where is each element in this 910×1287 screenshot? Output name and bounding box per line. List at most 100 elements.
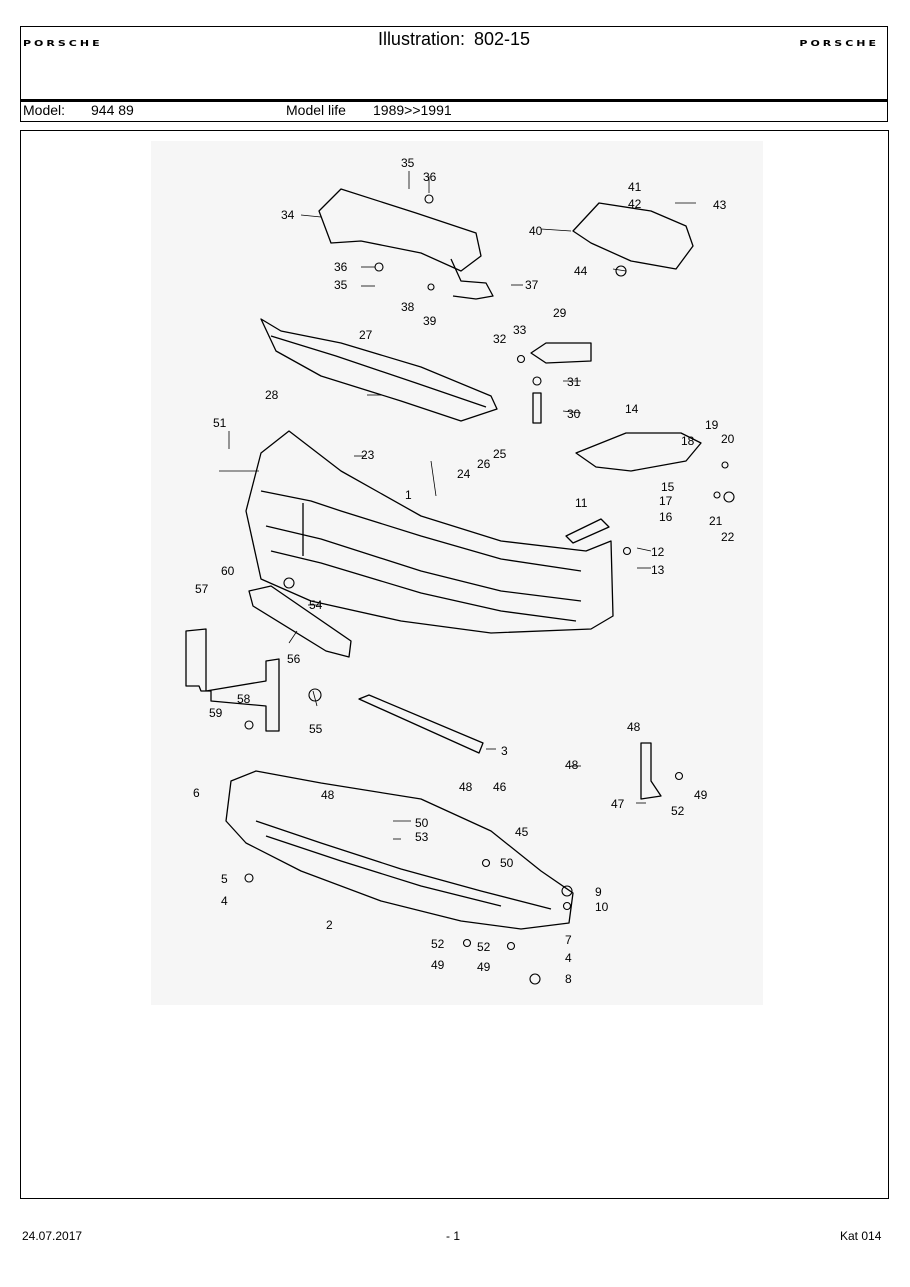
- porsche-logo-left: PORSCHE: [23, 38, 103, 49]
- title-label: Illustration:: [377, 29, 465, 49]
- illustration-background: [151, 141, 763, 1005]
- callout-20: 20: [721, 432, 735, 446]
- callout-19: 19: [705, 418, 719, 432]
- callout-33: 33: [513, 323, 527, 337]
- callout-58: 58: [237, 692, 251, 706]
- callout-52: 52: [431, 937, 445, 951]
- part-21-washer: [713, 491, 721, 499]
- callout-31: 31: [567, 375, 581, 389]
- callout-14: 14: [625, 402, 639, 416]
- part-36-nut-bottom: [374, 262, 384, 272]
- callout-28: 28: [265, 388, 279, 402]
- callout-45: 45: [515, 825, 529, 839]
- part-11-bracket: [565, 518, 610, 544]
- callout-23: 23: [361, 448, 375, 462]
- callout-39: 39: [423, 314, 437, 328]
- callout-34: 34: [281, 208, 295, 222]
- model-label: Model:: [23, 102, 66, 118]
- part-30-bolt: [532, 392, 542, 424]
- part-50-washer: [481, 858, 491, 868]
- callout-4: 4: [565, 951, 572, 965]
- part-29-tow-eye: [530, 342, 592, 364]
- part-31-washer: [532, 376, 542, 386]
- callout-27: 27: [359, 328, 373, 342]
- callout-26: 26: [477, 457, 491, 471]
- callout-47: 47: [611, 797, 625, 811]
- model-life-value: 1989>>1991: [373, 102, 452, 118]
- part-54-nut: [283, 577, 295, 589]
- callout-49: 49: [477, 960, 491, 974]
- callout-52: 52: [671, 804, 685, 818]
- callout-42: 42: [628, 197, 642, 211]
- catalog-number: Kat 014: [840, 1229, 882, 1243]
- callout-54: 54: [309, 598, 323, 612]
- callout-21: 21: [709, 514, 723, 528]
- model-value: 944 89: [91, 102, 134, 118]
- callout-36: 36: [423, 170, 437, 184]
- callout-22: 22: [721, 530, 735, 544]
- part-8-nut: [529, 973, 541, 985]
- part-1-bumper: [245, 430, 614, 634]
- part-5-washer: [244, 873, 254, 883]
- callout-55: 55: [309, 722, 323, 736]
- part-39-washer: [427, 283, 435, 291]
- callout-29: 29: [553, 306, 567, 320]
- callout-52: 52: [477, 940, 491, 954]
- header-divider: [21, 99, 887, 102]
- part-52-washer: [674, 771, 684, 781]
- part-55-nut: [308, 688, 322, 702]
- callout-32: 32: [493, 332, 507, 346]
- part-58-washer: [244, 720, 254, 730]
- callout-10: 10: [595, 900, 609, 914]
- callout-44: 44: [574, 264, 588, 278]
- callout-35: 35: [401, 156, 415, 170]
- part-36-nut-top: [424, 194, 434, 204]
- header: PORSCHE Illustration: 802-15 PORSCHE Mod…: [20, 26, 888, 122]
- part-27-bar: [260, 318, 498, 422]
- part-47-bracket: [640, 742, 662, 800]
- callout-48: 48: [459, 780, 473, 794]
- callout-17: 17: [659, 494, 673, 508]
- part-12-washer: [622, 546, 632, 556]
- callout-16: 16: [659, 510, 673, 524]
- callout-41: 41: [628, 180, 642, 194]
- callout-5: 5: [221, 872, 228, 886]
- model-life-label: Model life: [286, 102, 346, 118]
- callout-numbers: 1234456789101112131415161718192021222324…: [193, 156, 735, 986]
- part-56-bracket: [248, 585, 352, 658]
- callout-38: 38: [401, 300, 415, 314]
- part-34-bracket: [318, 188, 482, 272]
- part-52-washer-low-b: [506, 941, 516, 951]
- callout-18: 18: [681, 434, 695, 448]
- callout-37: 37: [525, 278, 539, 292]
- model-row: Model: 944 89 Model life 1989>>1991: [21, 102, 887, 121]
- part-52-washer-low-a: [462, 938, 472, 948]
- callout-30: 30: [567, 407, 581, 421]
- callout-15: 15: [661, 480, 675, 494]
- part-57-bracket: [185, 628, 280, 732]
- callout-40: 40: [529, 224, 543, 238]
- callout-48: 48: [321, 788, 335, 802]
- callout-3: 3: [501, 744, 508, 758]
- part-14-duct: [575, 432, 702, 472]
- callout-60: 60: [221, 564, 235, 578]
- part-2-undertray: [225, 770, 574, 930]
- callout-4: 4: [221, 894, 228, 908]
- callout-49: 49: [694, 788, 708, 802]
- callout-50: 50: [415, 816, 429, 830]
- callout-57: 57: [195, 582, 209, 596]
- callout-50: 50: [500, 856, 514, 870]
- callout-2: 2: [326, 918, 333, 932]
- part-20-washer: [721, 461, 729, 469]
- illustration-title: Illustration: 802-15: [21, 29, 887, 50]
- part-9-nut: [561, 885, 573, 897]
- callout-24: 24: [457, 467, 471, 481]
- callout-35: 35: [334, 278, 348, 292]
- part-40-bracket: [572, 202, 694, 270]
- part-33-washer: [516, 354, 526, 364]
- callout-6: 6: [193, 786, 200, 800]
- callout-13: 13: [651, 563, 665, 577]
- callout-12: 12: [651, 545, 665, 559]
- callout-25: 25: [493, 447, 507, 461]
